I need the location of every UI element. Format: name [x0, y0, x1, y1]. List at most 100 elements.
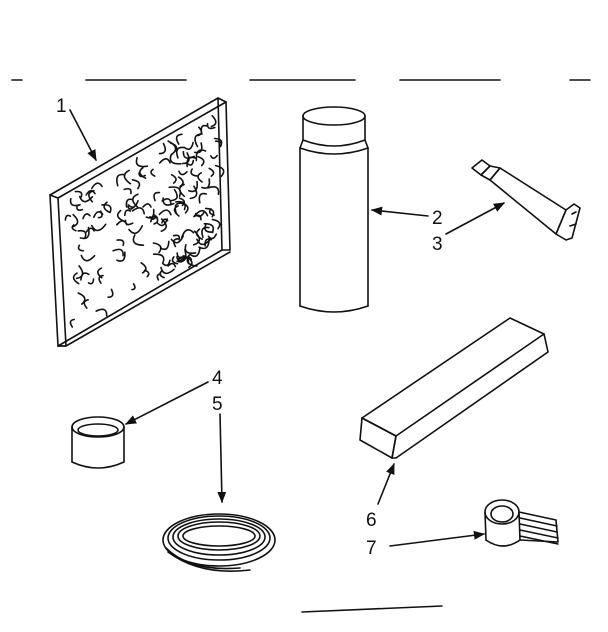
foam-squiggle	[178, 197, 186, 207]
foam-squiggle	[77, 292, 86, 305]
foam-squiggle	[98, 274, 104, 284]
foam-squiggle	[180, 201, 189, 214]
foam-squiggle	[204, 224, 214, 233]
foam-squiggle	[167, 262, 177, 268]
foam-squiggle	[213, 137, 223, 147]
foam-squiggle	[210, 154, 218, 159]
foam-squiggle	[175, 146, 185, 159]
foam-squiggle	[208, 208, 215, 216]
foam-squiggle	[207, 186, 220, 196]
foam-squiggle	[160, 266, 175, 275]
foam-squiggle	[76, 205, 84, 211]
foam-squiggle	[197, 126, 203, 137]
leader-5	[217, 413, 227, 504]
foam-squiggle	[79, 226, 90, 240]
foam-squiggle	[178, 170, 188, 176]
foam-squiggle	[211, 218, 221, 230]
leader-6	[377, 462, 395, 505]
foam-squiggle	[77, 229, 87, 238]
foam-squiggle	[135, 156, 149, 168]
foam-squiggle	[77, 244, 84, 252]
foam-squiggle	[91, 182, 103, 190]
foam-squiggle	[91, 223, 107, 232]
part-3-sealant-tube	[471, 159, 581, 241]
part-6-bar	[359, 317, 549, 459]
foam-squiggle	[131, 207, 145, 215]
foam-squiggle	[75, 265, 84, 280]
foam-squiggle	[123, 169, 132, 185]
foam-squiggle	[190, 168, 198, 177]
foam-squiggle	[87, 278, 95, 285]
callout-4: 4	[212, 368, 223, 389]
foam-squiggle	[131, 193, 139, 209]
foam-squiggle	[123, 187, 132, 195]
foam-squiggle	[201, 226, 210, 239]
foam-squiggle	[116, 173, 126, 187]
foam-squiggle	[181, 152, 190, 165]
foam-squiggle	[93, 211, 104, 219]
foam-squiggle	[85, 227, 95, 233]
foam-squiggle	[207, 233, 218, 240]
part-2-aerosol-can	[299, 106, 369, 313]
foam-squiggle	[162, 259, 171, 267]
foam-squiggle	[214, 164, 225, 178]
leader-1	[69, 109, 97, 161]
foam-squiggle	[158, 142, 167, 155]
foam-squiggle	[159, 240, 170, 251]
foam-squiggle	[210, 114, 217, 128]
callout-labels: 1 2 3 4 5 6 7	[56, 96, 443, 559]
leader-2	[370, 206, 429, 217]
foam-squiggle	[127, 205, 135, 210]
foam-squiggle	[131, 283, 136, 291]
part-1-foam-panel	[49, 97, 231, 347]
foam-squiggle	[138, 172, 146, 178]
leader-4	[125, 381, 209, 425]
foam-squiggle	[85, 189, 96, 196]
foam-squiggle	[184, 244, 197, 255]
foam-squiggle	[71, 224, 77, 232]
foam-squiggle	[128, 225, 144, 235]
part-7-tape-roll	[484, 499, 559, 547]
leader-7	[389, 530, 486, 547]
foam-squiggle	[170, 173, 177, 184]
foam-squiggle	[142, 203, 152, 208]
foam-squiggle	[101, 203, 112, 214]
foam-squiggle	[153, 191, 161, 202]
foam-squiggle	[194, 142, 203, 154]
footer-rule	[301, 605, 443, 613]
foam-squiggle	[208, 167, 215, 177]
foam-squiggle	[189, 247, 201, 258]
callout-7: 7	[366, 538, 377, 559]
foam-squiggle	[116, 220, 128, 226]
foam-squiggle	[206, 122, 216, 130]
foam-squiggle	[83, 299, 89, 309]
foam-squiggle	[150, 168, 156, 177]
foam-squiggle	[72, 213, 79, 228]
foam-texture	[64, 114, 225, 328]
foam-squiggle	[132, 234, 145, 246]
foam-squiggle	[167, 140, 177, 156]
foam-squiggle	[201, 178, 211, 189]
foam-squiggle	[182, 150, 195, 159]
foam-squiggle	[172, 238, 179, 248]
foam-squiggle	[161, 218, 169, 224]
foam-squiggle	[177, 176, 184, 188]
foam-squiggle	[197, 156, 205, 167]
foam-squiggle	[116, 209, 125, 222]
foam-squiggle	[177, 256, 190, 265]
foam-squiggle	[152, 242, 162, 254]
foam-squiggle	[153, 214, 159, 225]
foam-squiggle	[198, 192, 208, 204]
foam-squiggle	[95, 308, 108, 317]
foam-squiggle	[145, 208, 155, 219]
foam-squiggle	[64, 214, 72, 221]
foam-squiggle	[158, 158, 171, 164]
foam-squiggle	[193, 214, 202, 221]
foam-squiggle	[116, 239, 125, 247]
leader-lines	[69, 109, 505, 547]
foam-squiggle	[175, 200, 186, 211]
foam-squiggle	[139, 166, 147, 179]
foam-squiggle	[173, 205, 180, 217]
callout-3: 3	[432, 234, 443, 255]
